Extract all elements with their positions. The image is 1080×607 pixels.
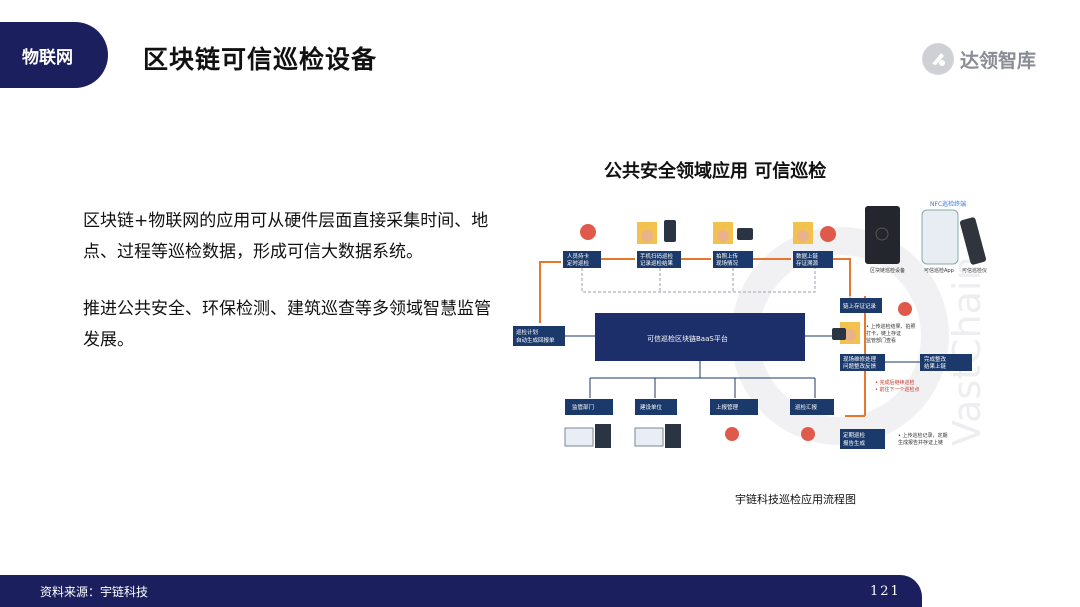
svg-text:生成报告并存证上链: 生成报告并存证上链 bbox=[898, 439, 943, 446]
diagram-title: 公共安全领域应用 可信巡检 bbox=[604, 161, 827, 182]
svg-text:报告生成: 报告生成 bbox=[843, 439, 866, 447]
svg-text:VastChain: VastChain bbox=[945, 256, 989, 446]
svg-text:记录巡检结果: 记录巡检结果 bbox=[640, 259, 674, 267]
svg-text:完成整改: 完成整改 bbox=[924, 355, 947, 363]
svg-text:现场维修处理: 现场维修处理 bbox=[843, 355, 877, 363]
svg-text:监管部门查看: 监管部门查看 bbox=[866, 337, 896, 344]
svg-text:存证溯源: 存证溯源 bbox=[796, 259, 819, 267]
page-title: 区块链可信巡检设备 bbox=[143, 45, 378, 74]
footer-bar: 资料来源：宇链科技 121 bbox=[0, 575, 922, 607]
center-platform-label: 可信巡检区块链BaaS平台 bbox=[647, 334, 728, 343]
svg-text:手机扫码巡检: 手机扫码巡检 bbox=[640, 252, 674, 260]
inspection-flow-diagram: VastChain 人员持卡 定时巡检 手机扫码巡检 记录巡检结果 拍照上传 现… bbox=[510, 196, 1010, 478]
svg-text:上报管理: 上报管理 bbox=[716, 403, 739, 411]
svg-text:监管部门: 监管部门 bbox=[572, 403, 594, 411]
worker-icon bbox=[637, 220, 813, 244]
paragraph-smart-supervision: 推进公共安全、环保检测、建筑巡查等多领域智慧监管发展。 bbox=[83, 299, 491, 350]
svg-text:链上存证记录: 链上存证记录 bbox=[843, 302, 877, 310]
svg-text:建设单位: 建设单位 bbox=[640, 403, 663, 411]
category-tag: 物联网 bbox=[0, 22, 108, 88]
category-tag-label: 物联网 bbox=[22, 47, 73, 68]
svg-text:定时巡检: 定时巡检 bbox=[567, 259, 590, 267]
page-number: 121 bbox=[870, 584, 901, 599]
svg-text:巡检汇报: 巡检汇报 bbox=[795, 403, 818, 411]
svg-text:现场情况: 现场情况 bbox=[716, 259, 739, 267]
svg-text:问题整改反馈: 问题整改反馈 bbox=[843, 362, 877, 370]
svg-text:结果上链: 结果上链 bbox=[924, 362, 947, 370]
svg-text:拍照上传: 拍照上传 bbox=[716, 252, 739, 260]
svg-text:可信巡检App: 可信巡检App bbox=[924, 267, 954, 274]
svg-text:• 前往下一个巡检点: • 前往下一个巡检点 bbox=[875, 386, 920, 393]
diagram-caption: 宇链科技巡检应用流程图 bbox=[735, 493, 856, 506]
logo-text: 达领智库 bbox=[960, 49, 1037, 72]
svg-text:定期巡检: 定期巡检 bbox=[843, 431, 866, 439]
logo-icon bbox=[922, 43, 954, 75]
svg-text:打卡，链上存证: 打卡，链上存证 bbox=[866, 330, 901, 337]
svg-text:自动生成回报单: 自动生成回报单 bbox=[516, 336, 555, 344]
paragraph-blockchain-iot: 区块链+物联网的应用可从硬件层面直接采集时间、地点、过程等巡检数据，形成可信大数… bbox=[83, 211, 489, 262]
svg-text:可信巡检仪: 可信巡检仪 bbox=[962, 267, 987, 274]
svg-text:• 上传巡检结果、拍照: • 上传巡检结果、拍照 bbox=[866, 323, 916, 330]
svg-text:• 上传巡检记录，定期: • 上传巡检记录，定期 bbox=[898, 432, 948, 439]
svg-text:人员持卡: 人员持卡 bbox=[567, 252, 590, 260]
device-label: NFC巡检终端 bbox=[930, 200, 966, 208]
svg-text:• 完成后继续巡检: • 完成后继续巡检 bbox=[875, 379, 915, 386]
footer-source: 资料来源：宇链科技 bbox=[40, 585, 149, 599]
svg-text:区块链巡检设备: 区块链巡检设备 bbox=[870, 267, 905, 274]
svg-text:巡检计划: 巡检计划 bbox=[516, 328, 538, 336]
svg-text:数据上链: 数据上链 bbox=[796, 252, 819, 260]
brand-logo: 达领智库 bbox=[922, 43, 1036, 75]
